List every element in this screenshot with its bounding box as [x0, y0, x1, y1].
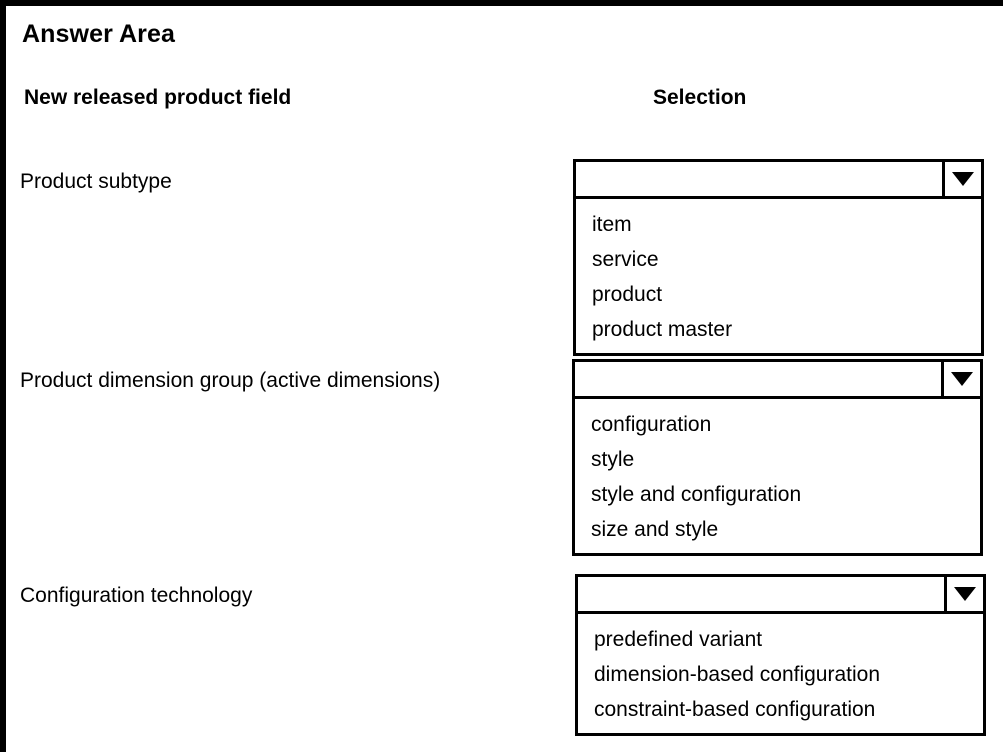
dropdown-configuration-technology-control[interactable] — [575, 574, 986, 614]
dropdown-option[interactable]: predefined variant — [594, 628, 763, 651]
caret-shape — [951, 372, 973, 386]
dropdown-option[interactable]: dimension-based configuration — [594, 663, 881, 686]
dropdown-dimension-group[interactable]: configuration style style and configurat… — [572, 359, 983, 556]
dropdown-option[interactable]: style and configuration — [591, 483, 802, 506]
column-header-selection: Selection — [653, 86, 747, 109]
dropdown-configuration-technology-options[interactable]: predefined variant dimension-based confi… — [575, 614, 986, 736]
dropdown-dimension-group-value[interactable] — [575, 362, 941, 396]
caret-shape — [952, 172, 974, 186]
row-label-product-subtype: Product subtype — [20, 170, 172, 193]
dropdown-product-subtype[interactable]: item service product product master — [573, 159, 984, 356]
dropdown-option[interactable]: style — [591, 448, 635, 471]
row-label-configuration-technology: Configuration technology — [20, 584, 253, 607]
dropdown-product-subtype-options[interactable]: item service product product master — [573, 199, 984, 356]
dropdown-option[interactable]: service — [592, 248, 659, 271]
dropdown-option[interactable]: item — [592, 213, 632, 236]
dropdown-product-subtype-value[interactable] — [576, 162, 942, 196]
chevron-down-icon[interactable] — [941, 362, 980, 396]
dropdown-option[interactable]: constraint-based configuration — [594, 698, 876, 721]
chevron-down-icon[interactable] — [942, 162, 981, 196]
dropdown-configuration-technology-value[interactable] — [578, 577, 944, 611]
chevron-down-icon[interactable] — [944, 577, 983, 611]
page-title: Answer Area — [22, 20, 176, 48]
caret-shape — [954, 587, 976, 601]
row-label-dimension-group: Product dimension group (active dimensio… — [20, 369, 441, 392]
dropdown-product-subtype-control[interactable] — [573, 159, 984, 199]
dropdown-option[interactable]: product — [592, 283, 663, 306]
dropdown-option[interactable]: product master — [592, 318, 733, 341]
dropdown-dimension-group-options[interactable]: configuration style style and configurat… — [572, 399, 983, 556]
dropdown-configuration-technology[interactable]: predefined variant dimension-based confi… — [575, 574, 986, 736]
column-header-field: New released product field — [24, 86, 292, 109]
dropdown-option[interactable]: size and style — [591, 518, 719, 541]
dropdown-option[interactable]: configuration — [591, 413, 712, 436]
dropdown-dimension-group-control[interactable] — [572, 359, 983, 399]
